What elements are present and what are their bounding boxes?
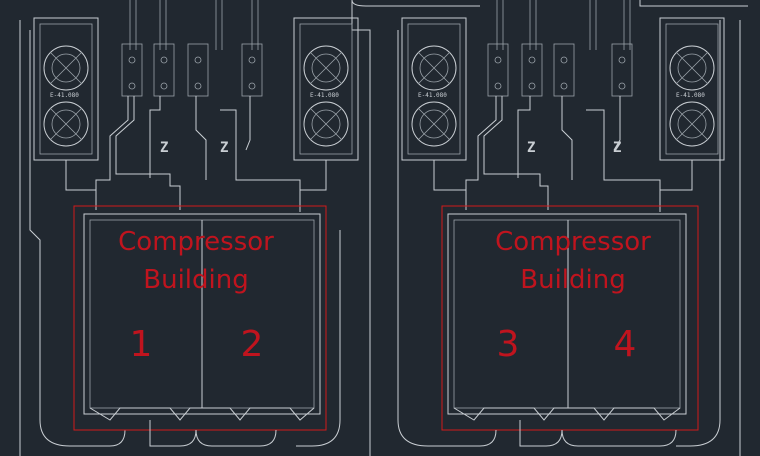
- cooler-tag: E-41.080: [310, 92, 339, 99]
- air-cooler-3[interactable]: E-41.080: [401, 17, 467, 161]
- unit-number: 3: [497, 324, 520, 365]
- building-title-line1: Compressor: [118, 227, 274, 257]
- unit-number: 2: [241, 324, 264, 365]
- air-cooler-1[interactable]: E-41.080: [33, 17, 99, 161]
- cooler-tag: E-41.080: [50, 92, 79, 99]
- valve-marker: Z: [527, 140, 535, 156]
- compressor-building-1[interactable]: Compressor Building 1 2: [73, 205, 327, 447]
- valve-marker: Z: [160, 140, 168, 156]
- unit-number: 4: [614, 324, 637, 365]
- air-cooler-4[interactable]: E-41.080: [659, 17, 725, 161]
- piping-left: [65, 96, 327, 212]
- valve-stations: [121, 43, 633, 97]
- valve-marker: Z: [613, 140, 621, 156]
- building-title-line2: Building: [520, 265, 625, 295]
- building-title-line1: Compressor: [495, 227, 651, 257]
- unit-number: 1: [130, 324, 153, 365]
- piping-right: [433, 96, 693, 212]
- site-outline-left: [19, 0, 480, 456]
- valve-marker: Z: [220, 140, 228, 156]
- air-cooler-2[interactable]: E-41.080: [293, 17, 359, 161]
- cooler-tag: E-41.080: [676, 92, 705, 99]
- building-title-line2: Building: [143, 265, 248, 295]
- compressor-building-2[interactable]: Compressor Building 3 4: [441, 205, 699, 447]
- site-outline-right: [397, 0, 748, 456]
- cooler-tag: E-41.080: [418, 92, 447, 99]
- header-pipes: [129, 0, 631, 50]
